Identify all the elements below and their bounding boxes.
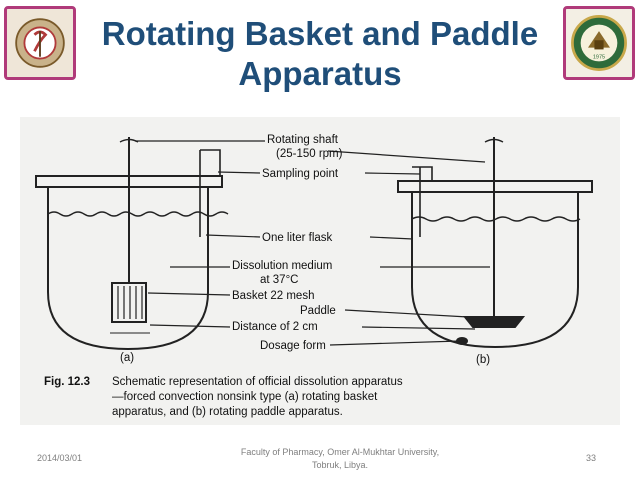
footer-institution-line-2: Tobruk, Libya. — [311, 460, 369, 470]
diagram-canvas: Rotating shaft (25-150 rpm) Sampling poi… — [35, 134, 593, 418]
caption-line-2: —forced convection nonsink type (a) rota… — [112, 391, 378, 403]
university-logo: 1975 — [563, 6, 635, 80]
leader-flask — [205, 234, 261, 238]
title-line-1: Rotating Basket and Paddle — [101, 15, 539, 52]
faculty-emblem-icon — [7, 9, 73, 77]
slide-title: Rotating Basket and Paddle Apparatus — [80, 14, 560, 94]
slide-number: 33 — [586, 453, 597, 463]
leader-basket — [147, 292, 231, 296]
leader-dosage — [329, 340, 461, 346]
label-temperature: at 37°C — [260, 274, 298, 286]
dissolution-apparatus-diagram: Rotating shaft (25-150 rpm) Sampling poi… — [20, 117, 620, 425]
sampling-tube-b — [412, 166, 433, 237]
paddle-blade — [462, 316, 526, 328]
faculty-logo — [4, 6, 76, 80]
vessel-b-wall — [411, 192, 579, 349]
label-b: (b) — [476, 354, 490, 366]
label-sampling-point: Sampling point — [262, 168, 339, 180]
label-dosage-form: Dosage form — [260, 340, 326, 352]
vessel-a-liquid — [47, 211, 229, 217]
sampling-tube-a — [199, 149, 221, 237]
caption-figure-number: Fig. 12.3 — [44, 376, 90, 388]
label-distance: Distance of 2 cm — [232, 321, 318, 333]
rotation-arrow-b — [484, 138, 504, 143]
leader-sampling — [217, 171, 261, 174]
footer-institution: Faculty of Pharmacy, Omer Al-Mukhtar Uni… — [220, 446, 460, 472]
label-a: (a) — [120, 352, 134, 364]
label-rotating-shaft: Rotating shaft — [267, 134, 339, 146]
label-dissolution-medium: Dissolution medium — [232, 260, 332, 272]
caption-line-1: Schematic representation of official dis… — [112, 376, 403, 388]
university-emblem-icon: 1975 — [566, 9, 632, 77]
caption-line-3: apparatus, and (b) rotating paddle appar… — [112, 406, 343, 418]
vessel-b-liquid — [411, 216, 581, 222]
label-basket: Basket 22 mesh — [232, 290, 314, 302]
university-year: 1975 — [593, 55, 605, 61]
footer-date: 2014/03/01 — [37, 453, 83, 463]
basket — [111, 282, 147, 323]
label-rpm: (25-150 rpm) — [276, 148, 343, 160]
footer-institution-line-1: Faculty of Pharmacy, Omer Al-Mukhtar Uni… — [240, 447, 440, 457]
label-paddle: Paddle — [300, 305, 336, 317]
leader-distance — [149, 324, 231, 328]
vessel-a-wall — [47, 187, 209, 351]
title-line-2: Apparatus — [238, 55, 402, 92]
leader-paddle — [344, 309, 469, 318]
label-flask: One liter flask — [262, 232, 333, 244]
